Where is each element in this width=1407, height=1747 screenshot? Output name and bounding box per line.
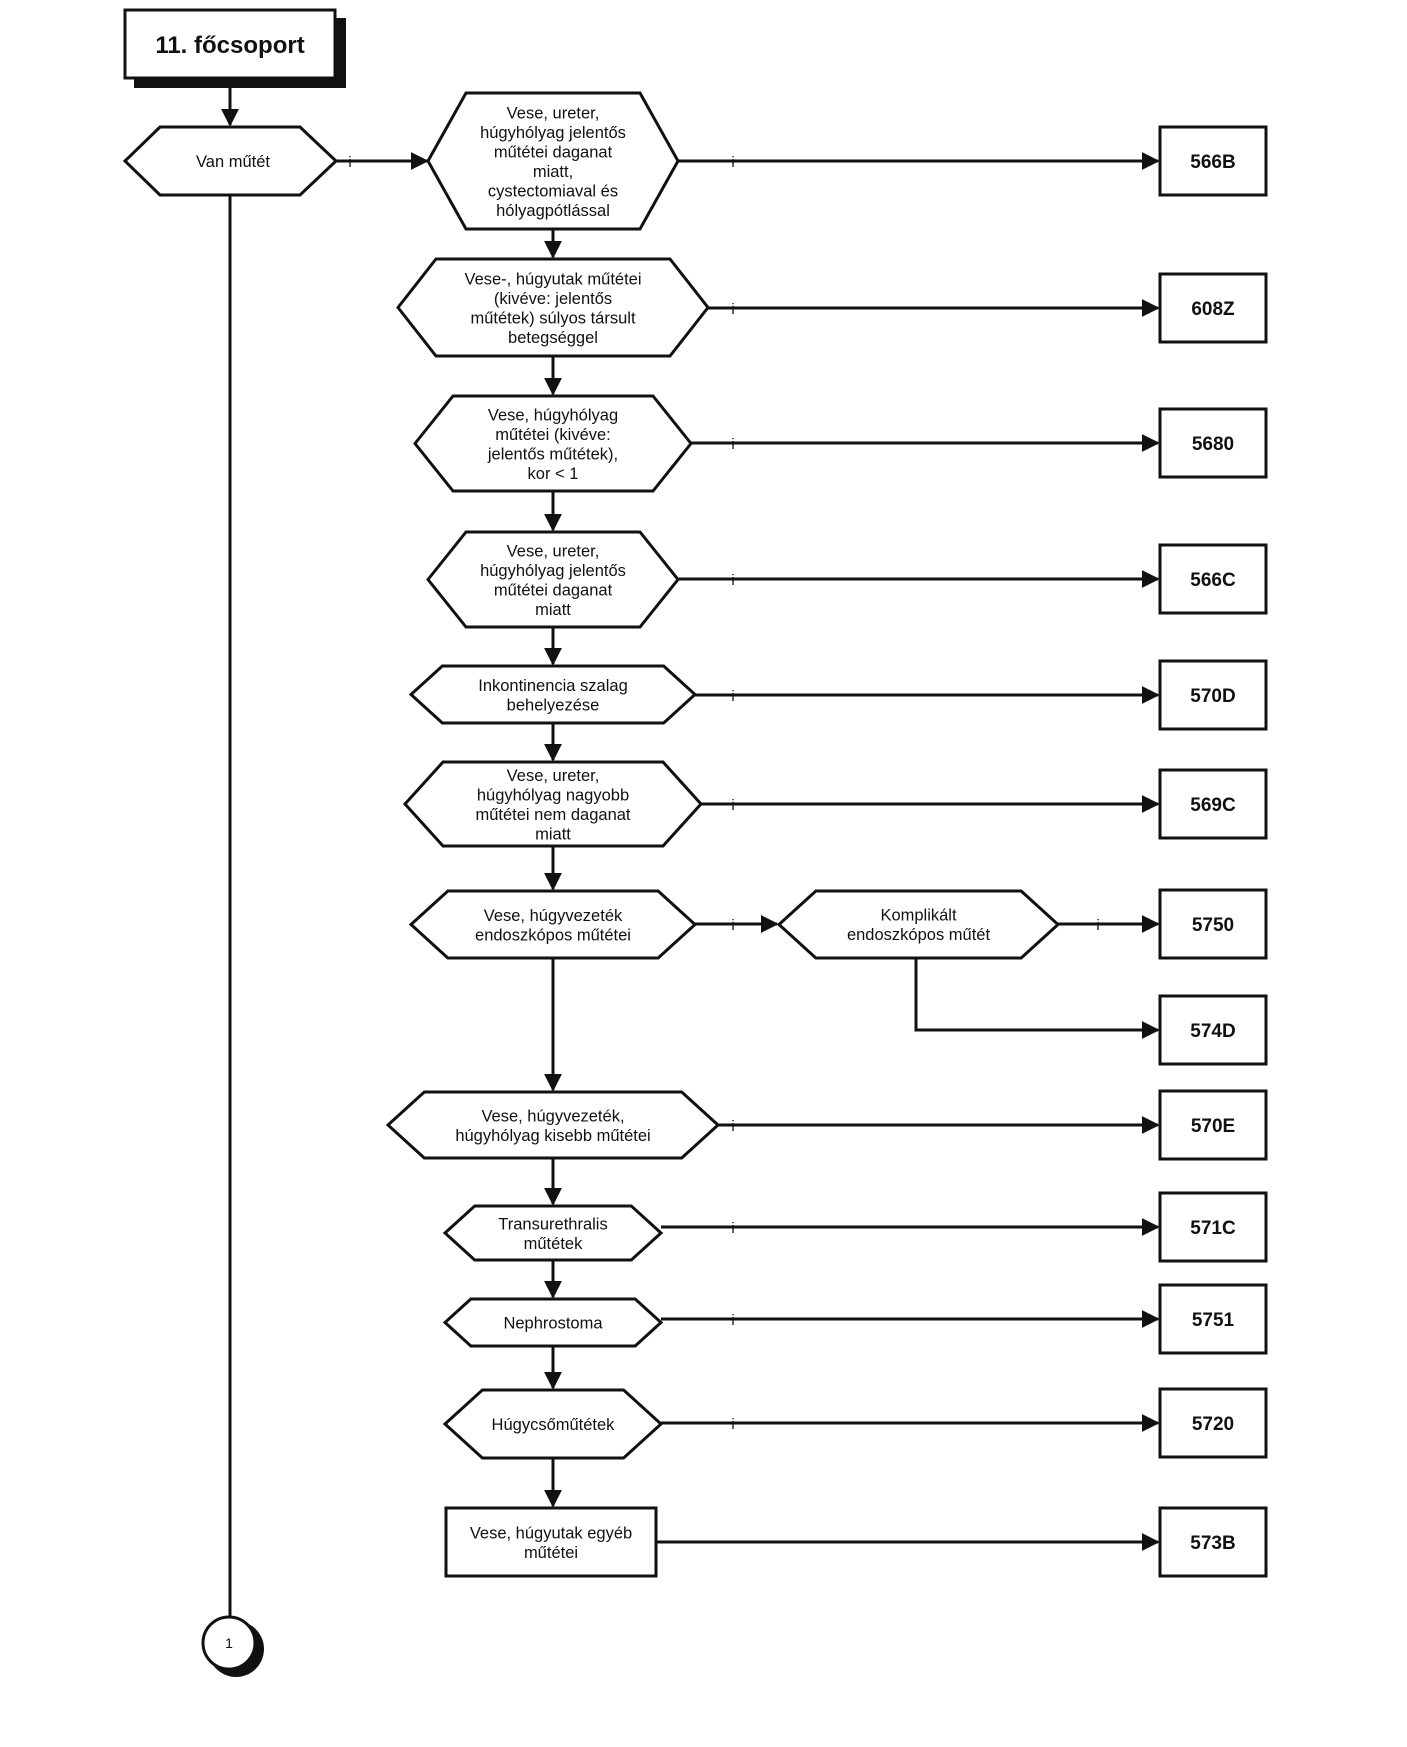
decision-2-text-line-3: műtétek) súlyos társult — [470, 309, 635, 327]
result-box-5720-label: 5720 — [1192, 1414, 1234, 1435]
decision-3-text-line-3: jelentős műtétek), — [487, 445, 618, 463]
decision-4-text-line-4: miatt — [535, 601, 571, 619]
decision-1-text-line-6: hólyagpótlással — [496, 202, 610, 220]
result-box-5751-label: 5751 — [1192, 1310, 1235, 1331]
title-box: 11. főcsoport — [123, 8, 346, 88]
decision-5-text-line-1: Inkontinencia szalag — [478, 677, 628, 695]
final-process-box — [444, 1506, 658, 1578]
start-decision-label: Van műtét — [196, 153, 270, 171]
decision-2-text-line-1: Vese-, húgyutak műtétei — [464, 270, 641, 288]
sub-decision — [776, 889, 1061, 960]
decision-5-yes-label: i — [731, 688, 734, 705]
decision-5-text-line-2: behelyezése — [507, 696, 600, 714]
decision-4-text-line-2: húgyhólyag jelentős — [480, 562, 626, 580]
decision-9-text-line-1: Transurethralis — [498, 1215, 607, 1233]
decision-8-text-line-2: húgyhólyag kisebb műtétei — [455, 1127, 650, 1145]
sub-decision-text-line-2: endoszkópos műtét — [847, 926, 991, 944]
result-box-566C-label: 566C — [1190, 570, 1236, 591]
result-box-5750 — [1158, 888, 1268, 960]
sub-decision-text-line-1: Komplikált — [880, 906, 957, 924]
decision-1-text-line-1: Vese, ureter, — [507, 104, 600, 122]
start-yes-label: i — [348, 154, 351, 171]
result-box-5750-label: 5750 — [1192, 915, 1234, 936]
final-process-text-line-1: Vese, húgyutak egyéb — [470, 1524, 632, 1542]
decision-9-text-line-2: műtétek — [524, 1235, 583, 1253]
result-box-569C — [1158, 768, 1268, 840]
sub-decision-no-arrow — [914, 958, 1160, 1039]
result-box-566C — [1158, 543, 1268, 615]
result-box-566B-label: 566B — [1190, 152, 1235, 173]
decision-1-text-line-4: miatt, — [533, 163, 573, 181]
result-box-570D — [1158, 659, 1268, 731]
result-box-5751 — [1158, 1283, 1268, 1355]
result-box-573B — [1158, 1506, 1268, 1578]
decision-9-yes-label: i — [731, 1220, 734, 1237]
result-box-569C-label: 569C — [1190, 795, 1236, 816]
result-box-570D-label: 570D — [1190, 686, 1235, 707]
result-box-5680-label: 5680 — [1192, 434, 1234, 455]
decision-1-text-line-3: műtétei daganat — [494, 143, 613, 161]
decision-6-text-line-4: miatt — [535, 825, 571, 843]
decision-7-text-line-2: endoszkópos műtétei — [475, 926, 631, 944]
decision-3-text-line-1: Vese, húgyhólyag — [488, 406, 618, 424]
final-process-text-line-2: műtétei — [524, 1544, 578, 1562]
result-box-5680 — [1158, 407, 1268, 479]
sub-decision-yes-label: i — [1096, 917, 1099, 934]
decision-3-text-line-4: kor < 1 — [528, 465, 579, 483]
page-connector-label: 1 — [225, 1635, 233, 1651]
decision-9 — [442, 1204, 664, 1262]
decision-7-text-line-1: Vese, húgyvezeték — [484, 907, 623, 925]
decision-2-yes-label: i — [731, 301, 734, 318]
decision-3-yes-label: i — [731, 436, 734, 453]
result-box-608Z — [1158, 272, 1268, 344]
decision-6-text-line-2: húgyhólyag nagyobb — [477, 786, 629, 804]
result-box-571C — [1158, 1191, 1268, 1263]
decision-1-text-line-2: húgyhólyag jelentős — [480, 124, 626, 142]
decision-2-text-line-2: (kivéve: jelentős — [494, 290, 612, 308]
decision-4-yes-label: i — [731, 572, 734, 589]
result-box-5720 — [1158, 1387, 1268, 1459]
decision-3-text-line-2: műtétei (kivéve: — [495, 426, 611, 444]
result-box-570E — [1158, 1089, 1268, 1161]
result-box-570E-label: 570E — [1191, 1116, 1235, 1137]
decision-1-text-line-5: cystectomiaval és — [488, 182, 618, 200]
decision-6-text-line-3: műtétei nem daganat — [475, 806, 630, 824]
decision-7-yes-label: i — [731, 917, 734, 934]
result-box-608Z-label: 608Z — [1191, 299, 1235, 320]
decision-11-yes-label: i — [731, 1416, 734, 1433]
result-box-566B — [1158, 125, 1268, 197]
decision-8-text-line-1: Vese, húgyvezeték, — [481, 1107, 624, 1125]
decision-8-yes-label: i — [731, 1118, 734, 1135]
decision-chain: Vese, ureter,húgyhólyag jelentősműtétei … — [385, 91, 1268, 1578]
decision-6-text-line-1: Vese, ureter, — [507, 767, 600, 785]
decision-10-text-line-1: Nephrostoma — [503, 1315, 603, 1333]
result-box-574D-label: 574D — [1190, 1021, 1235, 1042]
result-box-571C-label: 571C — [1190, 1218, 1236, 1239]
decision-1-yes-label: i — [731, 154, 734, 171]
decision-4-text-line-3: műtétei daganat — [494, 581, 613, 599]
decision-2-text-line-4: betegséggel — [508, 329, 598, 347]
result-box-574D — [1158, 994, 1268, 1066]
decision-11-text-line-1: Húgycsőműtétek — [492, 1416, 616, 1434]
title-text: 11. főcsoport — [155, 32, 304, 59]
decision-10-yes-label: i — [731, 1312, 734, 1329]
result-box-573B-label: 573B — [1190, 1533, 1235, 1554]
decision-10 — [442, 1297, 664, 1348]
start-decision: Van műtét — [122, 125, 339, 197]
page-connector: 1 — [201, 1615, 264, 1677]
decision-6-yes-label: i — [731, 797, 734, 814]
decision-4-text-line-1: Vese, ureter, — [507, 542, 600, 560]
